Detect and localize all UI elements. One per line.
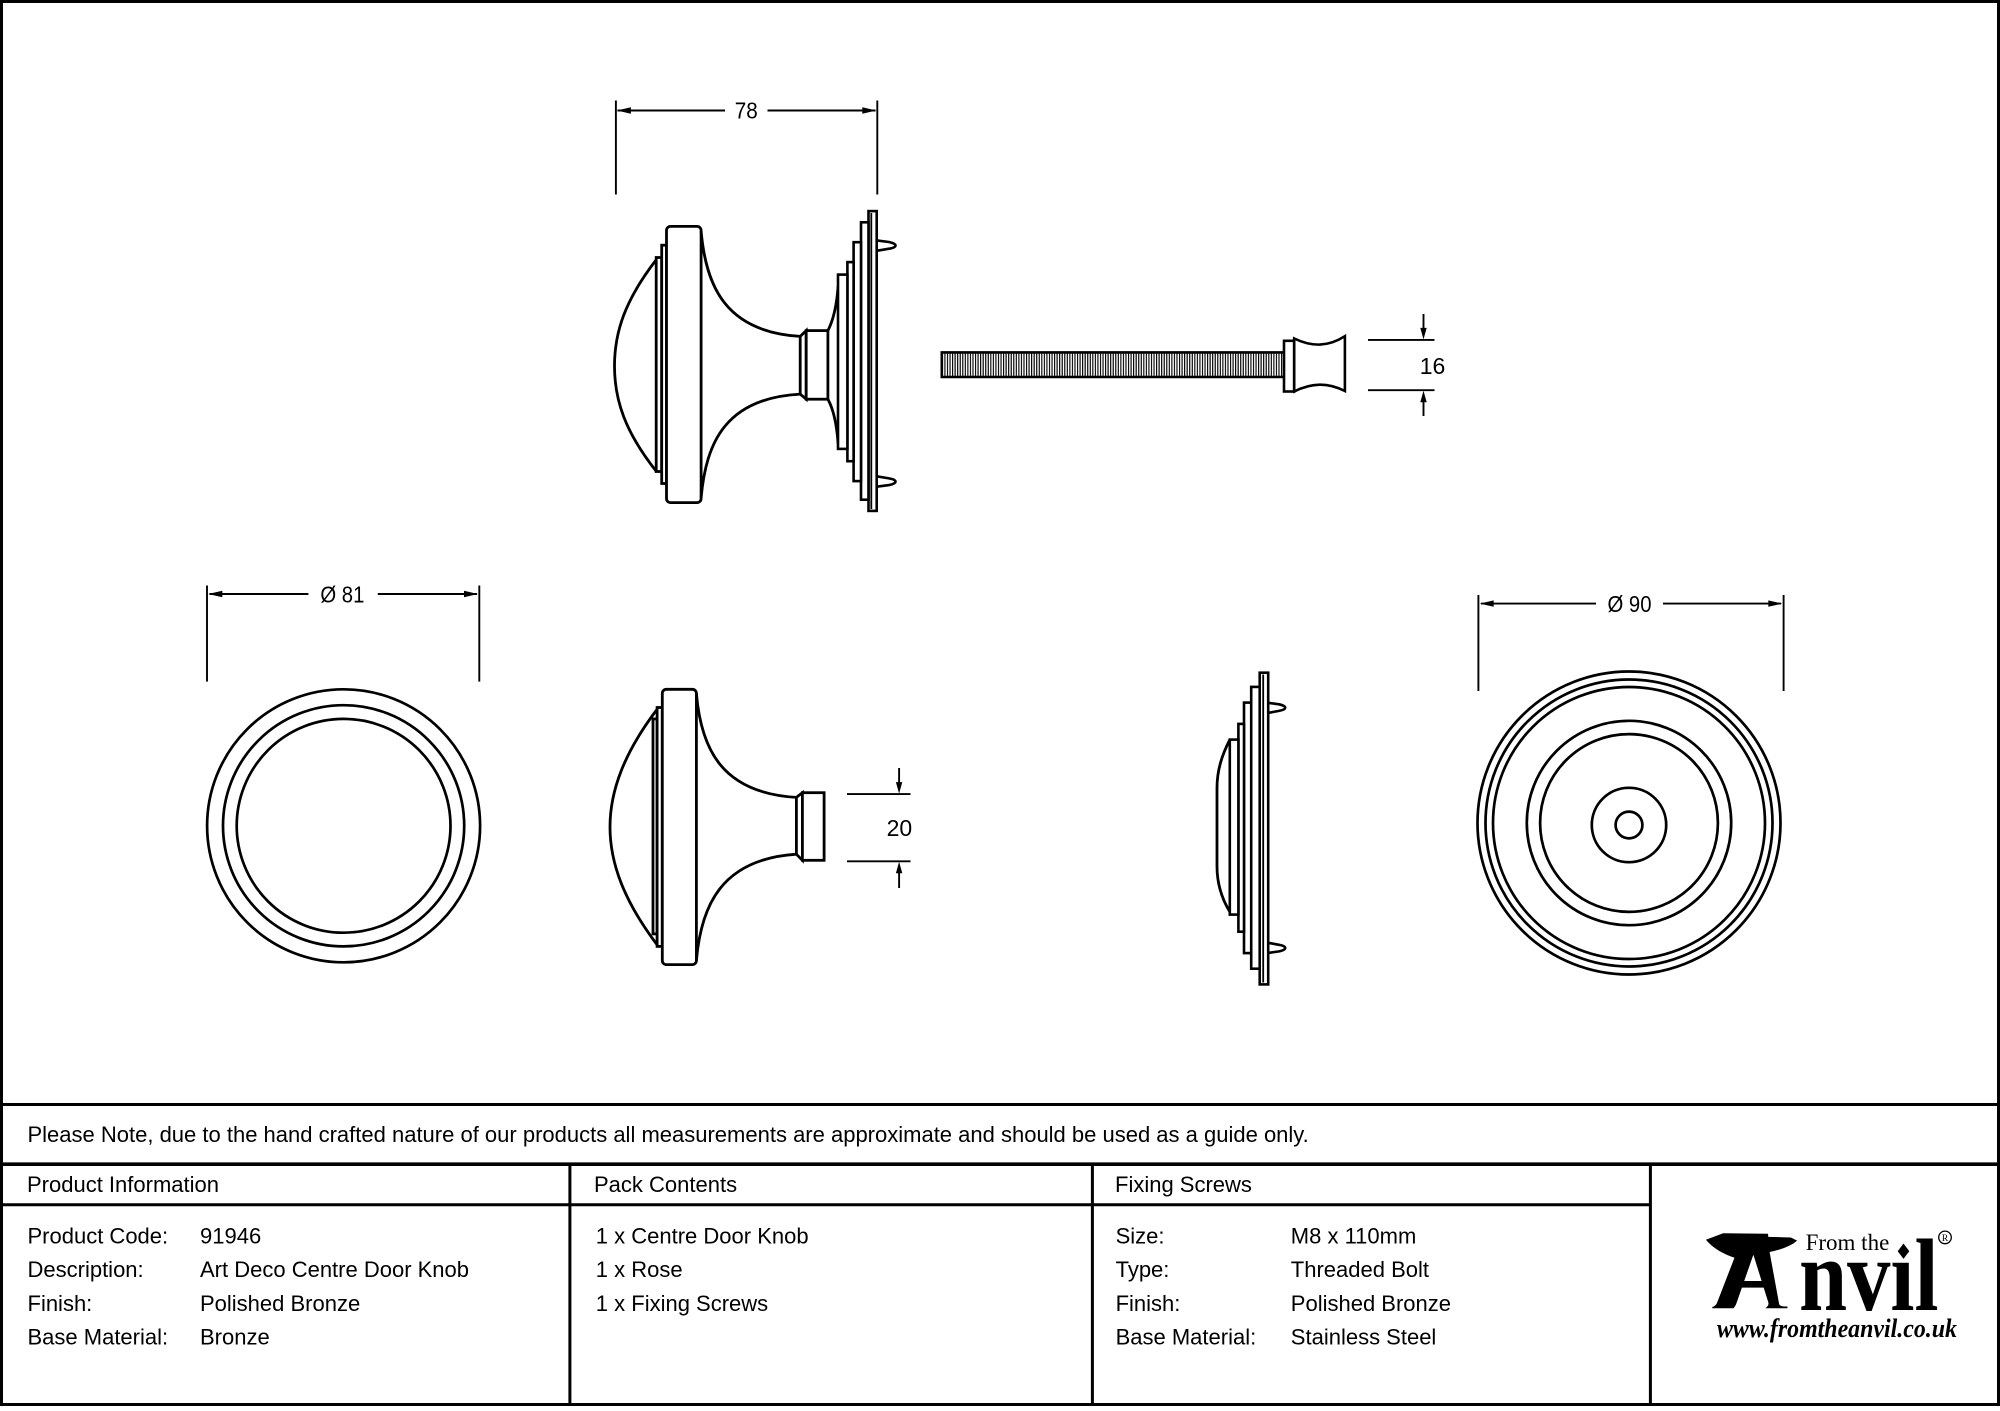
svg-text:Art Deco Centre Door Knob: Art Deco Centre Door Knob — [200, 1257, 469, 1282]
svg-text:Finish:: Finish: — [28, 1291, 93, 1316]
svg-text:www.fromtheanvil.co.uk: www.fromtheanvil.co.uk — [1717, 1314, 1957, 1343]
svg-text:Ø 81: Ø 81 — [320, 582, 364, 608]
svg-text:Finish:: Finish: — [1116, 1291, 1181, 1316]
svg-text:78: 78 — [735, 98, 758, 124]
svg-text:Ø 90: Ø 90 — [1608, 591, 1652, 617]
svg-text:Base Material:: Base Material: — [28, 1324, 169, 1349]
svg-text:20: 20 — [887, 815, 913, 841]
svg-text:1 x Fixing Screws: 1 x Fixing Screws — [596, 1291, 768, 1316]
svg-text:1 x Rose: 1 x Rose — [596, 1257, 683, 1282]
svg-text:Bronze: Bronze — [200, 1324, 270, 1349]
svg-text:91946: 91946 — [200, 1224, 261, 1249]
svg-text:Stainless Steel: Stainless Steel — [1291, 1324, 1437, 1349]
svg-text:Type:: Type: — [1116, 1257, 1170, 1282]
svg-text:Size:: Size: — [1116, 1224, 1165, 1249]
svg-text:Base Material:: Base Material: — [1116, 1324, 1257, 1349]
svg-text:Polished Bronze: Polished Bronze — [1291, 1291, 1451, 1316]
svg-text:From the: From the — [1806, 1230, 1890, 1255]
svg-text:Pack Contents: Pack Contents — [594, 1172, 737, 1197]
svg-text:Polished Bronze: Polished Bronze — [200, 1291, 360, 1316]
svg-text:R: R — [1942, 1234, 1949, 1244]
svg-text:Product Information: Product Information — [27, 1172, 219, 1197]
svg-text:Threaded Bolt: Threaded Bolt — [1291, 1257, 1429, 1282]
svg-text:Fixing Screws: Fixing Screws — [1115, 1172, 1252, 1197]
svg-text:M8 x 110mm: M8 x 110mm — [1291, 1224, 1417, 1249]
svg-text:16: 16 — [1420, 353, 1446, 379]
svg-text:nvıl: nvıl — [1799, 1219, 1939, 1333]
svg-text:1 x Centre Door Knob: 1 x Centre Door Knob — [596, 1224, 809, 1249]
svg-text:Please Note, due to the hand c: Please Note, due to the hand crafted nat… — [28, 1122, 1309, 1147]
svg-text:Description:: Description: — [28, 1257, 144, 1282]
svg-text:Product Code:: Product Code: — [28, 1224, 169, 1249]
